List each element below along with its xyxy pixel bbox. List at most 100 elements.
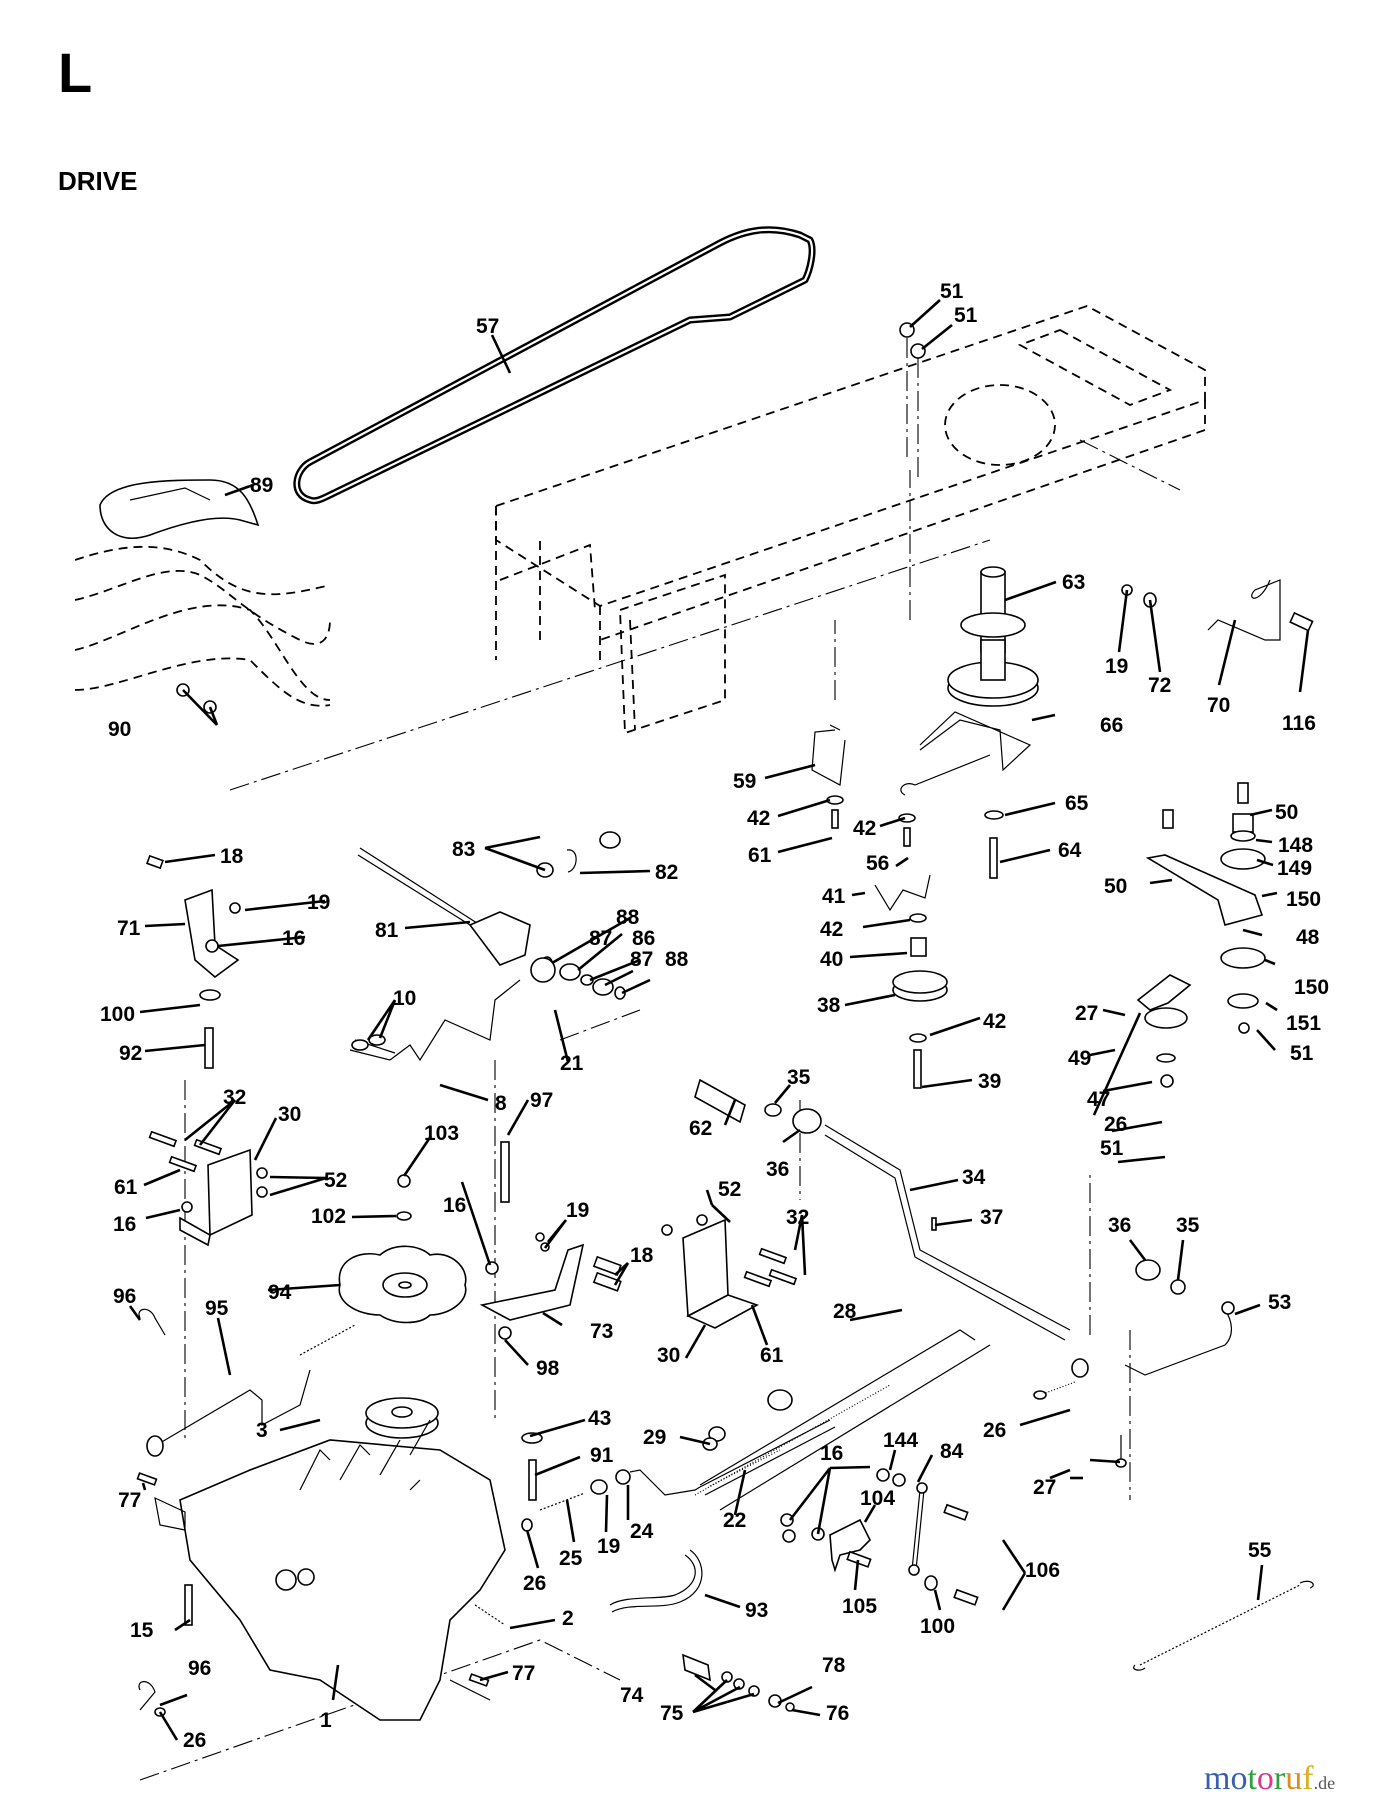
callout: 2 [562, 1607, 574, 1630]
callout: 51 [940, 280, 964, 303]
callout: 27 [1033, 1476, 1056, 1499]
callout: 15 [130, 1619, 154, 1642]
bracket-left [148, 1130, 268, 1247]
callout: 50 [1275, 801, 1298, 824]
callout: 87 [589, 927, 612, 950]
tension-hardware [521, 1419, 836, 1532]
callout: 61 [748, 844, 772, 867]
transaxle [154, 1419, 506, 1721]
callout: 84 [940, 1440, 964, 1463]
callout: 100 [100, 1003, 135, 1026]
callout: 93 [745, 1599, 768, 1622]
callout: 90 [108, 718, 131, 741]
cross-shaft [694, 1078, 1071, 1341]
callout: 10 [393, 987, 416, 1010]
bolt [1289, 611, 1314, 632]
right-linkage [1033, 1259, 1235, 1468]
callout: 40 [820, 948, 843, 971]
callout: 96 [113, 1285, 136, 1308]
input-pulley [365, 1397, 439, 1439]
callout: 16 [282, 927, 305, 950]
callout: 86 [632, 927, 655, 950]
callout: 16 [443, 1194, 466, 1217]
callout: 116 [1282, 712, 1316, 735]
callout: 19 [307, 891, 330, 914]
section-title: DRIVE [58, 166, 138, 196]
callout: 59 [733, 770, 756, 793]
callout: 27 [1075, 1002, 1098, 1025]
callout: 21 [560, 1052, 584, 1075]
callout: 51 [1100, 1137, 1124, 1160]
callout: 97 [530, 1089, 553, 1112]
callout: 149 [1277, 857, 1312, 880]
idler-bracket [1136, 782, 1266, 1088]
callout: 26 [523, 1572, 546, 1595]
callout: 42 [983, 1010, 1006, 1033]
callout: 72 [1148, 674, 1171, 697]
callout: 25 [559, 1547, 583, 1570]
callout: 103 [424, 1122, 459, 1145]
callout: 16 [113, 1213, 136, 1236]
drive-spring [1139, 1584, 1301, 1666]
callout: 28 [833, 1300, 857, 1323]
callout: 3 [256, 1419, 268, 1442]
nut [910, 343, 926, 359]
callout: 87 [630, 948, 653, 971]
callout: 94 [268, 1281, 292, 1304]
callout: 32 [786, 1206, 809, 1229]
callout: 57 [476, 315, 499, 338]
cooling-fan [338, 1174, 467, 1324]
watermark-letter: m [1204, 1760, 1231, 1797]
callout: 89 [250, 474, 273, 497]
shift-lever [349, 957, 556, 1062]
callout: 78 [822, 1654, 846, 1677]
callout: 41 [822, 885, 846, 908]
callout: 71 [117, 917, 141, 940]
callout: 77 [118, 1489, 141, 1512]
callout: 37 [980, 1206, 1003, 1229]
callout: 150 [1286, 888, 1321, 911]
callout: 65 [1065, 792, 1089, 815]
callout: 82 [655, 861, 678, 884]
drive-belt [293, 226, 816, 505]
callout: 29 [643, 1426, 666, 1449]
callout: 144 [883, 1429, 918, 1452]
callout: 18 [220, 845, 244, 868]
body-outline [74, 545, 331, 707]
callout: 56 [866, 852, 889, 875]
callout: 24 [630, 1520, 654, 1543]
hardware-column [826, 795, 1004, 1089]
callout: 96 [188, 1657, 211, 1680]
callout: 83 [452, 838, 475, 861]
watermark-letter: f [1302, 1760, 1314, 1797]
callout: 52 [718, 1178, 741, 1201]
callout: 8 [495, 1092, 507, 1115]
center-lines [139, 439, 1181, 1781]
callout: 105 [842, 1595, 877, 1618]
callout-labels: 57 51 51 89 90 63 19 72 70 116 66 59 42 … [100, 280, 1329, 1752]
callout: 73 [590, 1320, 613, 1343]
callout: 32 [223, 1086, 246, 1109]
bypass-rod [138, 1308, 356, 1457]
callout: 39 [978, 1070, 1001, 1093]
callout: 22 [723, 1509, 746, 1532]
callout: 150 [1294, 976, 1329, 999]
callout: 88 [665, 948, 689, 971]
callout: 98 [536, 1357, 560, 1380]
callout: 42 [747, 807, 770, 830]
callout: 1 [320, 1709, 332, 1732]
callout: 66 [1100, 714, 1123, 737]
callout: 52 [324, 1169, 347, 1192]
rod [1207, 579, 1281, 641]
watermark-letter: r [1273, 1760, 1286, 1797]
callout: 47 [1087, 1088, 1110, 1111]
callout: 106 [1025, 1559, 1060, 1582]
callout: 50 [1104, 875, 1127, 898]
spring-bracket [811, 724, 846, 786]
pulley-assembly [947, 566, 1039, 707]
callout: 16 [820, 1442, 843, 1465]
callout: 51 [954, 304, 978, 327]
callout: 42 [853, 817, 876, 840]
callout: 34 [962, 1166, 986, 1189]
